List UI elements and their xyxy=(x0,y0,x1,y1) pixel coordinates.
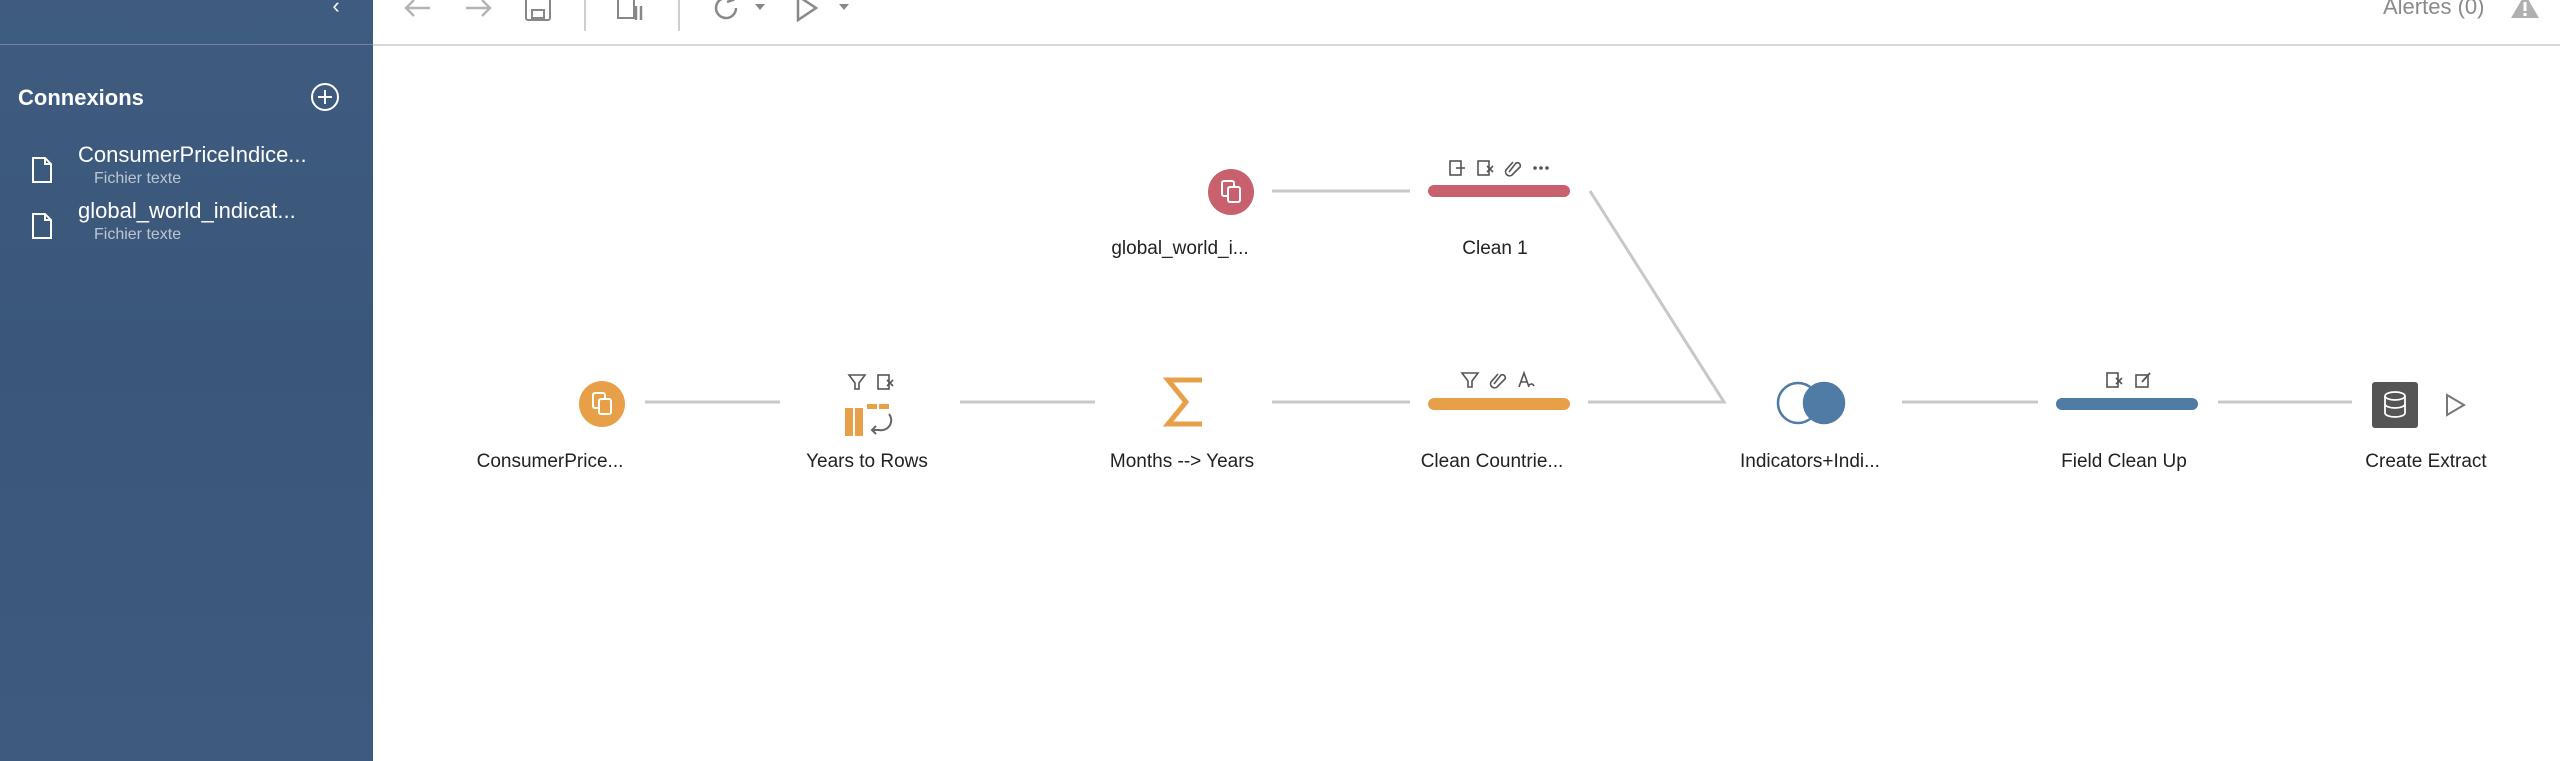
clean-step-clean-countries[interactable] xyxy=(1428,398,1570,410)
node-label: Years to Rows xyxy=(806,451,928,472)
save-icon[interactable] xyxy=(520,0,556,26)
connections-sidebar: ‹ Connexions ConsumerPriceIndice... Fich… xyxy=(0,0,373,761)
back-arrow-icon[interactable] xyxy=(400,0,436,26)
remove-field-icon[interactable] xyxy=(1475,158,1495,178)
more-icon[interactable] xyxy=(1531,158,1551,178)
toolbar-separator xyxy=(678,0,680,31)
node-label: Clean 1 xyxy=(1462,238,1528,259)
clean-step-field-clean-up[interactable] xyxy=(2056,398,2198,410)
database-icon[interactable] xyxy=(2372,382,2418,428)
run-output-play-icon[interactable] xyxy=(2442,392,2468,418)
clean-step-clean-1[interactable] xyxy=(1428,185,1570,197)
file-icon xyxy=(32,213,52,239)
input-node-global-world[interactable] xyxy=(1207,168,1255,216)
sum-icon[interactable] xyxy=(1162,376,1208,428)
node-label: global_world_i... xyxy=(1111,238,1249,259)
connection-item[interactable]: ConsumerPriceIndice... Fichier texte xyxy=(0,142,373,194)
node-label: Indicators+Indi... xyxy=(1740,451,1880,472)
filter-icon[interactable] xyxy=(1460,370,1480,390)
node-label: Field Clean Up xyxy=(2061,451,2187,472)
connection-type: Fichier texte xyxy=(94,226,182,243)
node-label: Clean Countrie... xyxy=(1420,451,1564,472)
node-label: Months --> Years xyxy=(1109,451,1255,472)
connection-type: Fichier texte xyxy=(94,170,182,187)
refresh-icon[interactable] xyxy=(708,0,744,26)
node-label: Create Extract xyxy=(2365,451,2487,472)
node-label: ConsumerPrice... xyxy=(476,451,624,472)
plus-circle-icon[interactable] xyxy=(310,82,340,112)
edit-field-icon[interactable] xyxy=(1447,158,1467,178)
attachment-icon[interactable] xyxy=(1503,158,1523,178)
alerts-label[interactable]: Alertes (0) xyxy=(2383,0,2485,19)
remove-field-icon[interactable] xyxy=(2104,370,2124,390)
attachment-icon[interactable] xyxy=(1488,370,1508,390)
dropdown-caret-icon[interactable] xyxy=(834,0,854,26)
pivot-icon[interactable] xyxy=(843,400,895,440)
input-node-consumer-price[interactable] xyxy=(578,380,626,428)
pause-icon[interactable] xyxy=(612,0,648,26)
warning-icon[interactable] xyxy=(2510,0,2540,20)
remove-field-icon[interactable] xyxy=(875,372,895,392)
chevron-left-icon[interactable]: ‹ xyxy=(332,0,340,18)
rename-icon[interactable] xyxy=(1516,370,1536,390)
connections-title: Connexions xyxy=(18,85,144,110)
toolbar-separator xyxy=(584,0,586,31)
connector-line xyxy=(1588,190,1727,404)
edit-icon[interactable] xyxy=(2133,370,2153,390)
toolbar xyxy=(373,0,2560,45)
forward-arrow-icon[interactable] xyxy=(460,0,496,26)
sidebar-divider xyxy=(0,44,373,45)
dropdown-caret-icon[interactable] xyxy=(750,0,770,26)
join-icon[interactable] xyxy=(1774,380,1850,426)
connection-name: ConsumerPriceIndice... xyxy=(78,142,307,167)
file-icon xyxy=(32,157,52,183)
connection-name: global_world_indicat... xyxy=(78,198,296,223)
toolbar-divider xyxy=(373,44,2560,46)
filter-icon[interactable] xyxy=(847,372,867,392)
play-icon[interactable] xyxy=(788,0,824,26)
connection-item[interactable]: global_world_indicat... Fichier texte xyxy=(0,198,373,250)
